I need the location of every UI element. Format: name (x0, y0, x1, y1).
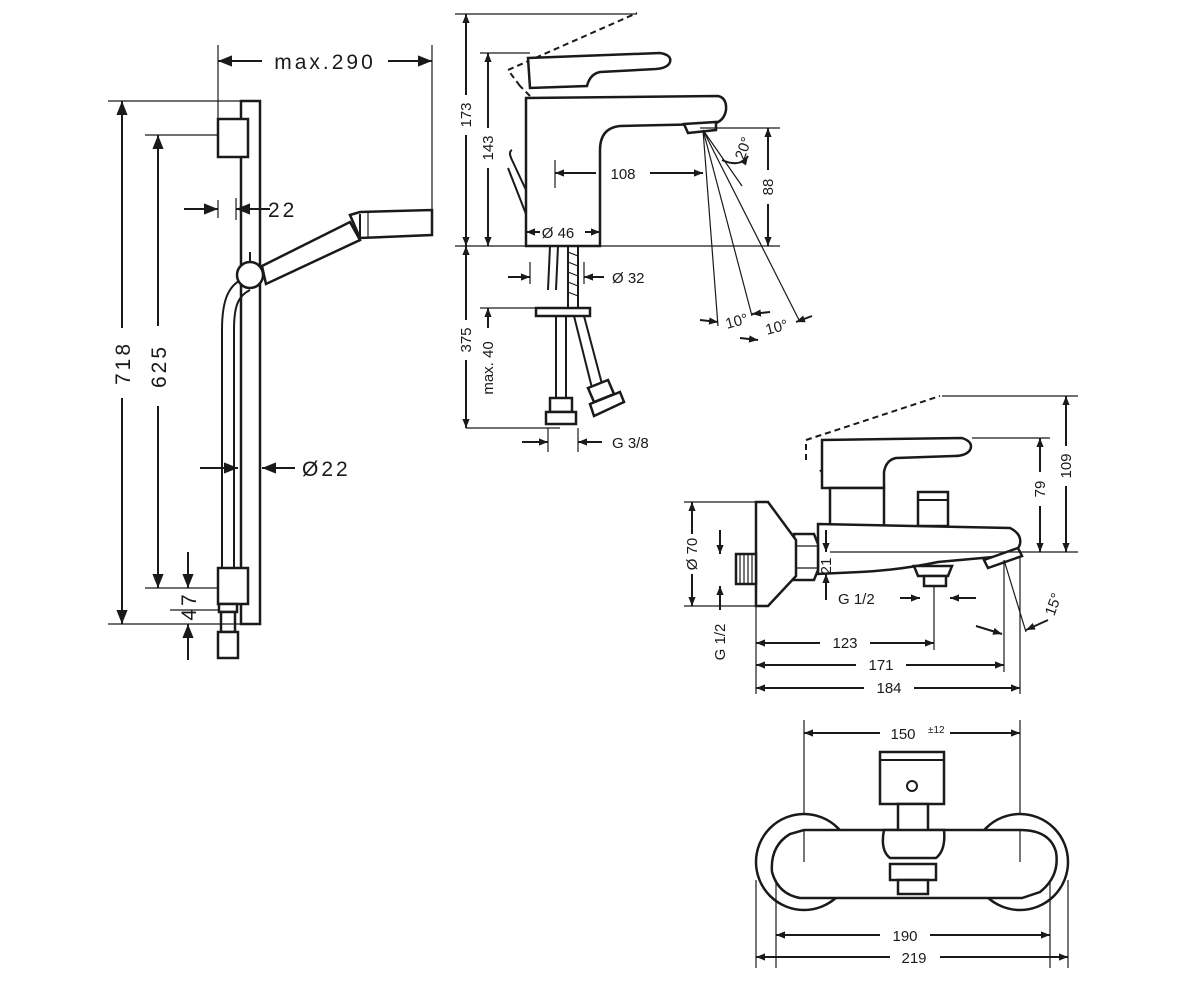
lower-bracket (216, 566, 250, 606)
bath-front-outlet (888, 862, 938, 882)
hose-connector (216, 630, 240, 660)
dim-bath-spout-offset: 21 (818, 558, 835, 575)
dim-basin-connection: G 3/8 (612, 435, 649, 452)
dim-lower-offset: 47 (178, 591, 201, 620)
connection-nut (792, 532, 820, 582)
dim-rail-diameter: Ø22 (302, 458, 351, 481)
dim-bath-123: 123 (832, 635, 857, 652)
dim-bath-190: 190 (892, 928, 917, 945)
dim-basin-spout-reach: 108 (610, 166, 635, 183)
dim-basin-angle-right: 10° (764, 317, 790, 339)
bath-mixer-side: 109 79 Ø 70 G 1/2 21 G 1/2 15° 123 171 (681, 395, 1078, 697)
dim-bath-height-handle: 79 (1032, 481, 1049, 498)
shower-rail-set: max.290 718 625 22 Ø22 47 (108, 45, 434, 660)
dim-bath-171: 171 (868, 657, 893, 674)
dim-bath-outlet-thread: G 1/2 (838, 591, 875, 608)
dim-bath-height-total: 109 (1058, 453, 1075, 478)
wall-rail (239, 99, 262, 626)
dim-basin-hole-diameter: Ø 32 (612, 270, 645, 287)
dim-bath-184: 184 (876, 680, 901, 697)
dim-bath-centers: 150 (890, 726, 915, 743)
basin-lever (526, 51, 672, 90)
dim-bath-flange-diameter: Ø 70 (684, 538, 701, 571)
dim-bracket-spacing: 625 (148, 344, 171, 388)
dim-basin-base-diameter: Ø 46 (542, 225, 575, 242)
dim-rail-height: 718 (112, 341, 135, 385)
dim-max-reach: max.290 (274, 51, 376, 74)
bath-lever (820, 436, 973, 490)
dim-basin-spout-height: 88 (760, 179, 777, 196)
dim-basin-spray-angle: 20° (732, 135, 756, 162)
dim-bath-spout-angle: 15° (1042, 591, 1066, 618)
dim-bath-centers-tolerance: ±12 (928, 725, 945, 736)
bath-mixer-front: 150 ±12 190 219 (754, 720, 1070, 968)
basin-mixer: 173 143 108 88 20° 10° 10° Ø 46 Ø (455, 12, 813, 452)
dim-basin-max-thickness: max. 40 (480, 341, 497, 394)
inlet-thread (734, 552, 758, 586)
diverter-knob (916, 490, 950, 528)
dim-wall-offset: 22 (268, 199, 297, 222)
dim-bath-inlet-thread: G 1/2 (712, 624, 729, 661)
dim-basin-height-spout: 143 (480, 135, 497, 160)
mounting-plate (534, 306, 592, 318)
basin-body (524, 94, 728, 248)
hand-shower (260, 220, 362, 286)
slider-holder (235, 260, 265, 290)
dim-basin-angle-left: 10° (724, 311, 750, 333)
upper-bracket (216, 117, 250, 159)
hose-end-right (588, 390, 626, 418)
dim-basin-hose-length: 375 (458, 327, 475, 352)
wall-flange (754, 500, 798, 608)
hose-end-left (544, 410, 578, 426)
dim-basin-height-total: 173 (458, 102, 475, 127)
dim-bath-219: 219 (901, 950, 926, 967)
